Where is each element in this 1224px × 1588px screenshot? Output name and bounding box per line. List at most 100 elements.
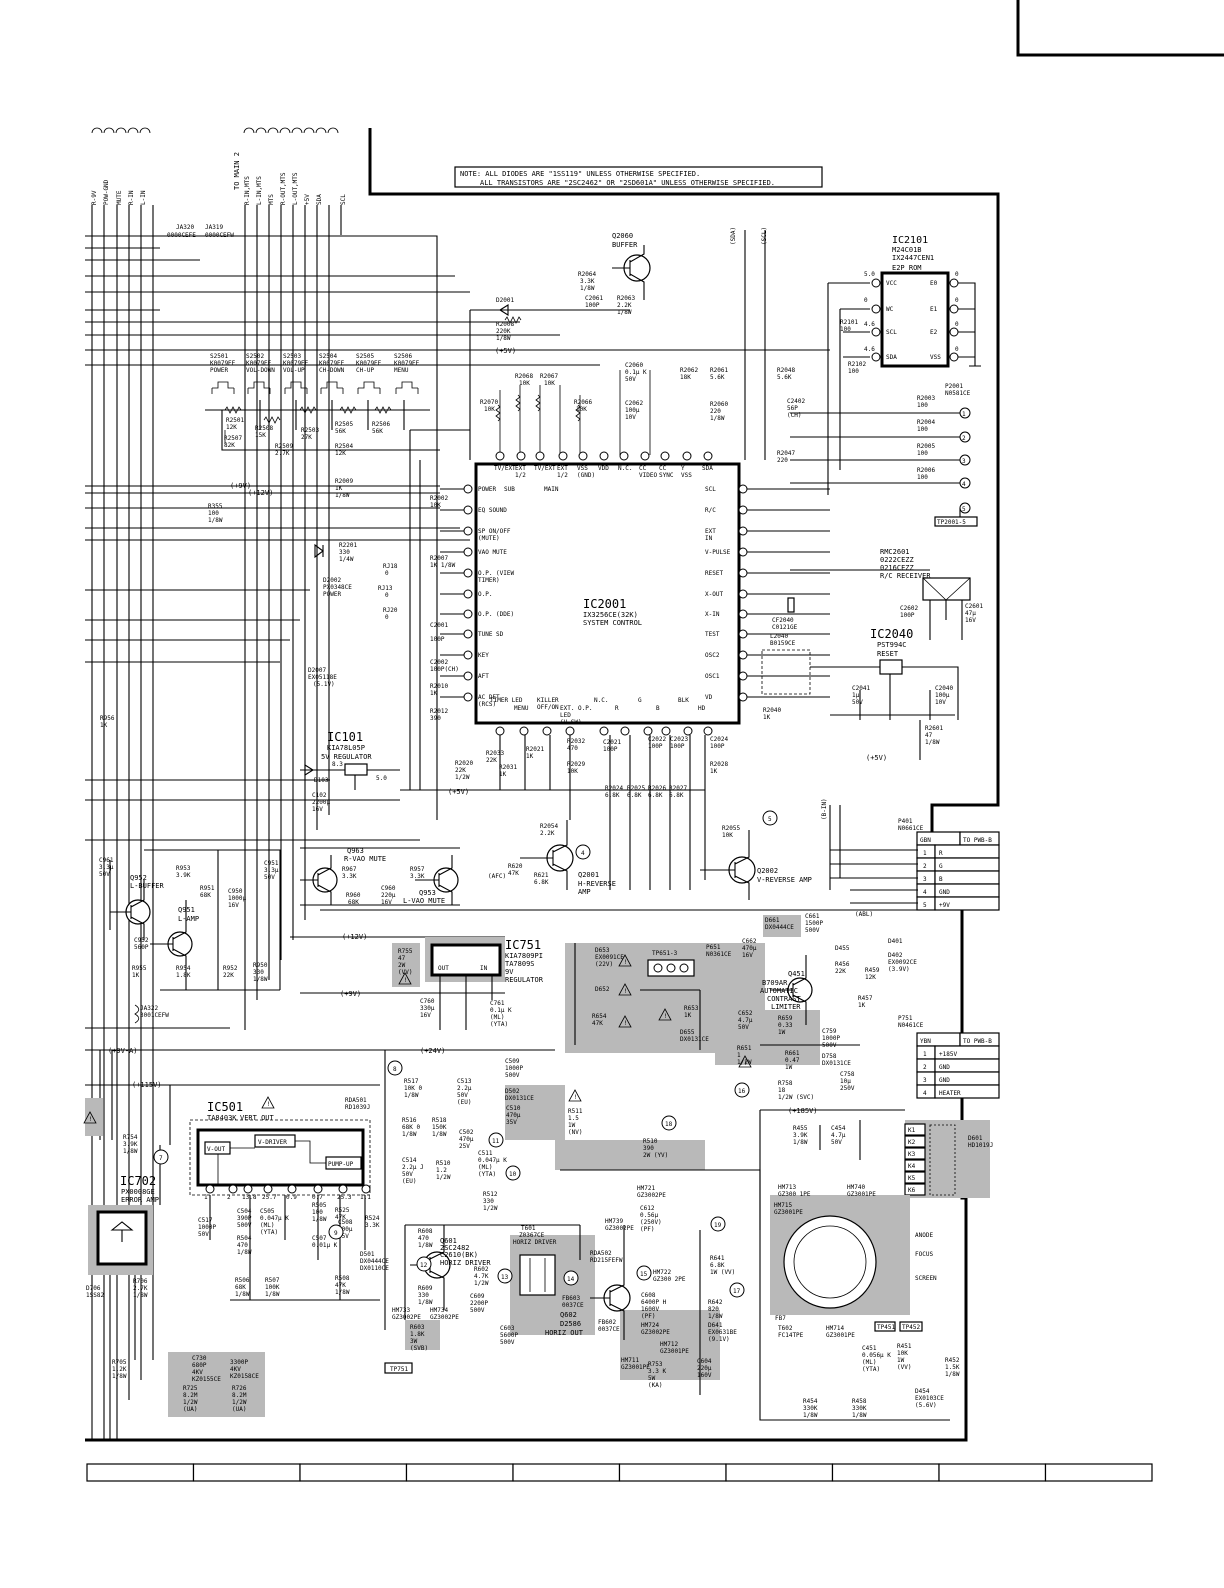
- ic2101-pin-left: [871, 278, 881, 288]
- svg-text:1/2W: 1/2W: [183, 1399, 198, 1406]
- svg-text:500V: 500V: [500, 1339, 515, 1346]
- svg-text:0.01µ K: 0.01µ K: [312, 1242, 338, 1249]
- svg-text:C2002: C2002: [430, 659, 448, 666]
- svg-text:BUFFER: BUFFER: [612, 241, 638, 249]
- ic501-pin: [228, 1184, 238, 1194]
- ic2101-pin-left: [871, 304, 881, 314]
- svg-text:AMP: AMP: [578, 888, 591, 896]
- svg-text:GZ300 1PE: GZ300 1PE: [778, 1191, 811, 1198]
- svg-text:HM733: HM733: [392, 1307, 410, 1314]
- svg-text:C2601: C2601: [965, 603, 983, 610]
- svg-text:GZ3002PE: GZ3002PE: [637, 1192, 666, 1199]
- rmc2601-function: R/C RECEIVER: [880, 572, 931, 580]
- svg-text:470: 470: [567, 745, 578, 752]
- svg-text:47: 47: [398, 955, 406, 962]
- svg-text:R355: R355: [208, 503, 223, 510]
- svg-text:(PF): (PF): [640, 1226, 654, 1233]
- svg-text:1K: 1K: [100, 722, 108, 729]
- svg-text:0: 0: [955, 271, 959, 278]
- top-pin-label-right: L-IN,MTS: [256, 176, 263, 205]
- svg-text:R457: R457: [858, 995, 873, 1002]
- svg-text:HD1019J: HD1019J: [968, 1142, 993, 1149]
- bottom-table-cell: [938, 1463, 1047, 1482]
- crt-pin-cell: [904, 1147, 926, 1160]
- svg-text:10K: 10K: [484, 406, 495, 413]
- ic2001-right-pin-label: SCL: [705, 486, 716, 493]
- svg-text:3.3µ: 3.3µ: [99, 864, 114, 871]
- svg-text:50V: 50V: [625, 376, 636, 383]
- svg-text:RD1039J: RD1039J: [345, 1104, 370, 1111]
- svg-text:C730: C730: [192, 1355, 207, 1362]
- ic2001-left-pin-label: AC DET: [478, 694, 500, 701]
- svg-text:(SCL): (SCL): [761, 227, 768, 245]
- svg-text:C761: C761: [490, 1000, 505, 1007]
- svg-text:390: 390: [430, 715, 441, 722]
- ic2001-left-pin-label: VAO MUTE: [478, 549, 507, 556]
- ic2001-pin-left: [463, 547, 473, 557]
- svg-text:(+12V): (+12V): [342, 933, 367, 941]
- svg-text:1.2: 1.2: [436, 1167, 447, 1174]
- connector-pin-number: 1: [923, 1051, 927, 1058]
- svg-text:C759: C759: [822, 1028, 837, 1035]
- svg-text:470µ: 470µ: [459, 1136, 474, 1143]
- svg-text:R953: R953: [176, 865, 191, 872]
- svg-text:47: 47: [925, 732, 933, 739]
- test-marker: [762, 810, 778, 826]
- connector-pin-name: GND: [939, 1077, 950, 1084]
- svg-text:1/2W: 1/2W: [483, 1205, 498, 1212]
- test-marker: [636, 1265, 652, 1281]
- svg-text:1000P: 1000P: [822, 1035, 840, 1042]
- svg-text:EX0631BE: EX0631BE: [708, 1329, 737, 1336]
- svg-text:R510: R510: [643, 1138, 658, 1145]
- svg-text:680P: 680P: [192, 1362, 207, 1369]
- ic2001-pin-right: [738, 589, 748, 599]
- ic501-block-vdriver: V-DRIVER: [258, 1139, 287, 1146]
- svg-text:1W: 1W: [785, 1064, 793, 1071]
- svg-text:1/8W: 1/8W: [235, 1291, 250, 1298]
- svg-text:100µ: 100µ: [625, 407, 640, 414]
- svg-text:25V: 25V: [459, 1143, 470, 1150]
- switch-part: K0079EE: [210, 360, 236, 367]
- svg-text:6400P H: 6400P H: [641, 1299, 667, 1306]
- svg-text:R505: R505: [312, 1202, 327, 1209]
- ic2001-pin-top: [703, 451, 713, 461]
- svg-text:L-BUFFER: L-BUFFER: [130, 882, 165, 890]
- connector-pin-number: 2: [923, 1064, 927, 1071]
- test-marker: [563, 1270, 579, 1286]
- svg-text:C517: C517: [198, 1217, 213, 1224]
- svg-text:4KV: 4KV: [192, 1369, 203, 1376]
- svg-text:35V: 35V: [506, 1119, 517, 1126]
- svg-text:1/8W: 1/8W: [925, 739, 940, 746]
- ic2101-part2: IX2447CEN1: [892, 254, 934, 262]
- key-resistor-ref: R2508: [255, 425, 273, 432]
- svg-text:D401: D401: [888, 938, 903, 945]
- svg-text:1/8W: 1/8W: [112, 1373, 127, 1380]
- svg-text:(EU): (EU): [402, 1178, 416, 1185]
- key-resistor-ref: R2501: [226, 417, 244, 424]
- bottom-table: [86, 1463, 1153, 1482]
- ic2001-left-pin-label: TUNE SD: [478, 631, 504, 638]
- connector-name-cell: [934, 1084, 1000, 1099]
- ic2001-function: SYSTEM CONTROL: [583, 619, 642, 627]
- svg-text:3.3µ: 3.3µ: [264, 867, 279, 874]
- svg-text:T601: T601: [521, 1225, 536, 1232]
- ic702-ref: IC702: [120, 1174, 156, 1188]
- switch-ref: S2503: [283, 353, 301, 360]
- svg-text:R2003: R2003: [917, 395, 935, 402]
- svg-text:HORIZ DRIVER: HORIZ DRIVER: [513, 1239, 557, 1246]
- svg-text:LIMITER: LIMITER: [771, 1003, 801, 1011]
- svg-text:R507: R507: [265, 1277, 280, 1284]
- svg-text:N0361CE: N0361CE: [706, 951, 732, 958]
- ic2001-left-pin-label: TIMER): [478, 577, 500, 584]
- svg-text:68K: 68K: [235, 1284, 246, 1291]
- svg-text:0000CEFE: 0000CEFE: [167, 232, 196, 239]
- svg-text:50V: 50V: [738, 1024, 749, 1031]
- ic2001-bottom-pin-label: OFF/ON: [537, 704, 559, 711]
- ic501-pin: [205, 1184, 215, 1194]
- svg-text:330µ: 330µ: [420, 1005, 435, 1012]
- svg-text:C102: C102: [312, 792, 327, 799]
- svg-text:22K: 22K: [486, 757, 497, 764]
- warning-icon: [658, 1008, 672, 1021]
- ic2101-left-label: SDA: [886, 354, 897, 361]
